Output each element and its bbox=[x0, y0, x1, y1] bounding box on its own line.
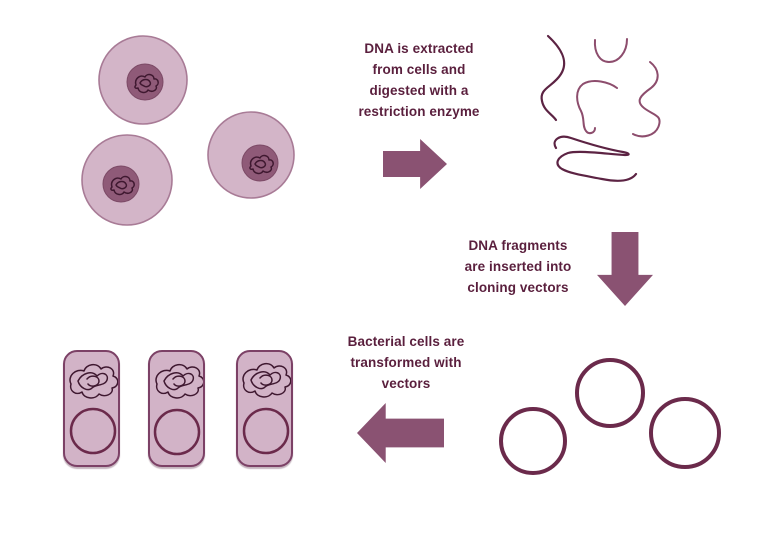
bacterium-contents bbox=[153, 363, 203, 456]
caption-line: from cells and bbox=[372, 62, 466, 77]
plasmid-ring bbox=[153, 408, 201, 456]
caption-line: restriction enzyme bbox=[358, 104, 480, 119]
caption-transform-bacteria: Bacterial cells are transformed with vec… bbox=[331, 331, 481, 394]
caption-line: Bacterial cells are bbox=[347, 334, 465, 349]
arrow-right-icon bbox=[383, 139, 447, 189]
cell-1 bbox=[98, 35, 188, 125]
caption-line: DNA is extracted bbox=[364, 41, 474, 56]
eukaryotic-cells-illustration bbox=[81, 35, 295, 226]
dna-fragment bbox=[632, 61, 661, 138]
chromosomal-dna-scribble bbox=[69, 363, 118, 399]
plasmid-ring bbox=[575, 358, 645, 428]
caption-line: transformed with bbox=[350, 355, 462, 370]
caption-line: vectors bbox=[381, 376, 431, 391]
dna-fragment bbox=[553, 135, 638, 182]
bacterium-contents bbox=[242, 362, 291, 455]
plasmid-ring bbox=[242, 407, 290, 455]
plasmid-ring bbox=[499, 407, 567, 475]
caption-line: DNA fragments bbox=[468, 238, 568, 253]
caption-line: cloning vectors bbox=[467, 280, 569, 295]
chromosomal-dna-scribble bbox=[242, 362, 291, 398]
bacterium-contents bbox=[69, 363, 118, 455]
cell-3 bbox=[207, 111, 295, 199]
caption-extract-digest: DNA is extracted from cells and digested… bbox=[344, 38, 494, 122]
plasmid-ring bbox=[69, 407, 117, 455]
plasmid-vectors-illustration bbox=[499, 358, 721, 475]
bacterial-cell bbox=[63, 350, 120, 467]
caption-line: are inserted into bbox=[464, 259, 572, 274]
dna-fragment bbox=[540, 34, 566, 122]
chromosomal-dna-scribble bbox=[155, 363, 203, 399]
dna-fragments-illustration bbox=[540, 34, 661, 182]
dna-fragment bbox=[576, 80, 618, 135]
plasmid-ring bbox=[649, 397, 721, 469]
caption-insert-vectors: DNA fragments are inserted into cloning … bbox=[443, 235, 593, 298]
cell-2 bbox=[81, 134, 173, 226]
bacterial-cell bbox=[236, 350, 293, 467]
caption-line: digested with a bbox=[369, 83, 469, 98]
arrow-down-icon bbox=[597, 232, 653, 306]
bacterial-cell bbox=[148, 350, 205, 467]
dna-fragment bbox=[593, 38, 628, 64]
arrow-left-icon bbox=[357, 403, 444, 463]
